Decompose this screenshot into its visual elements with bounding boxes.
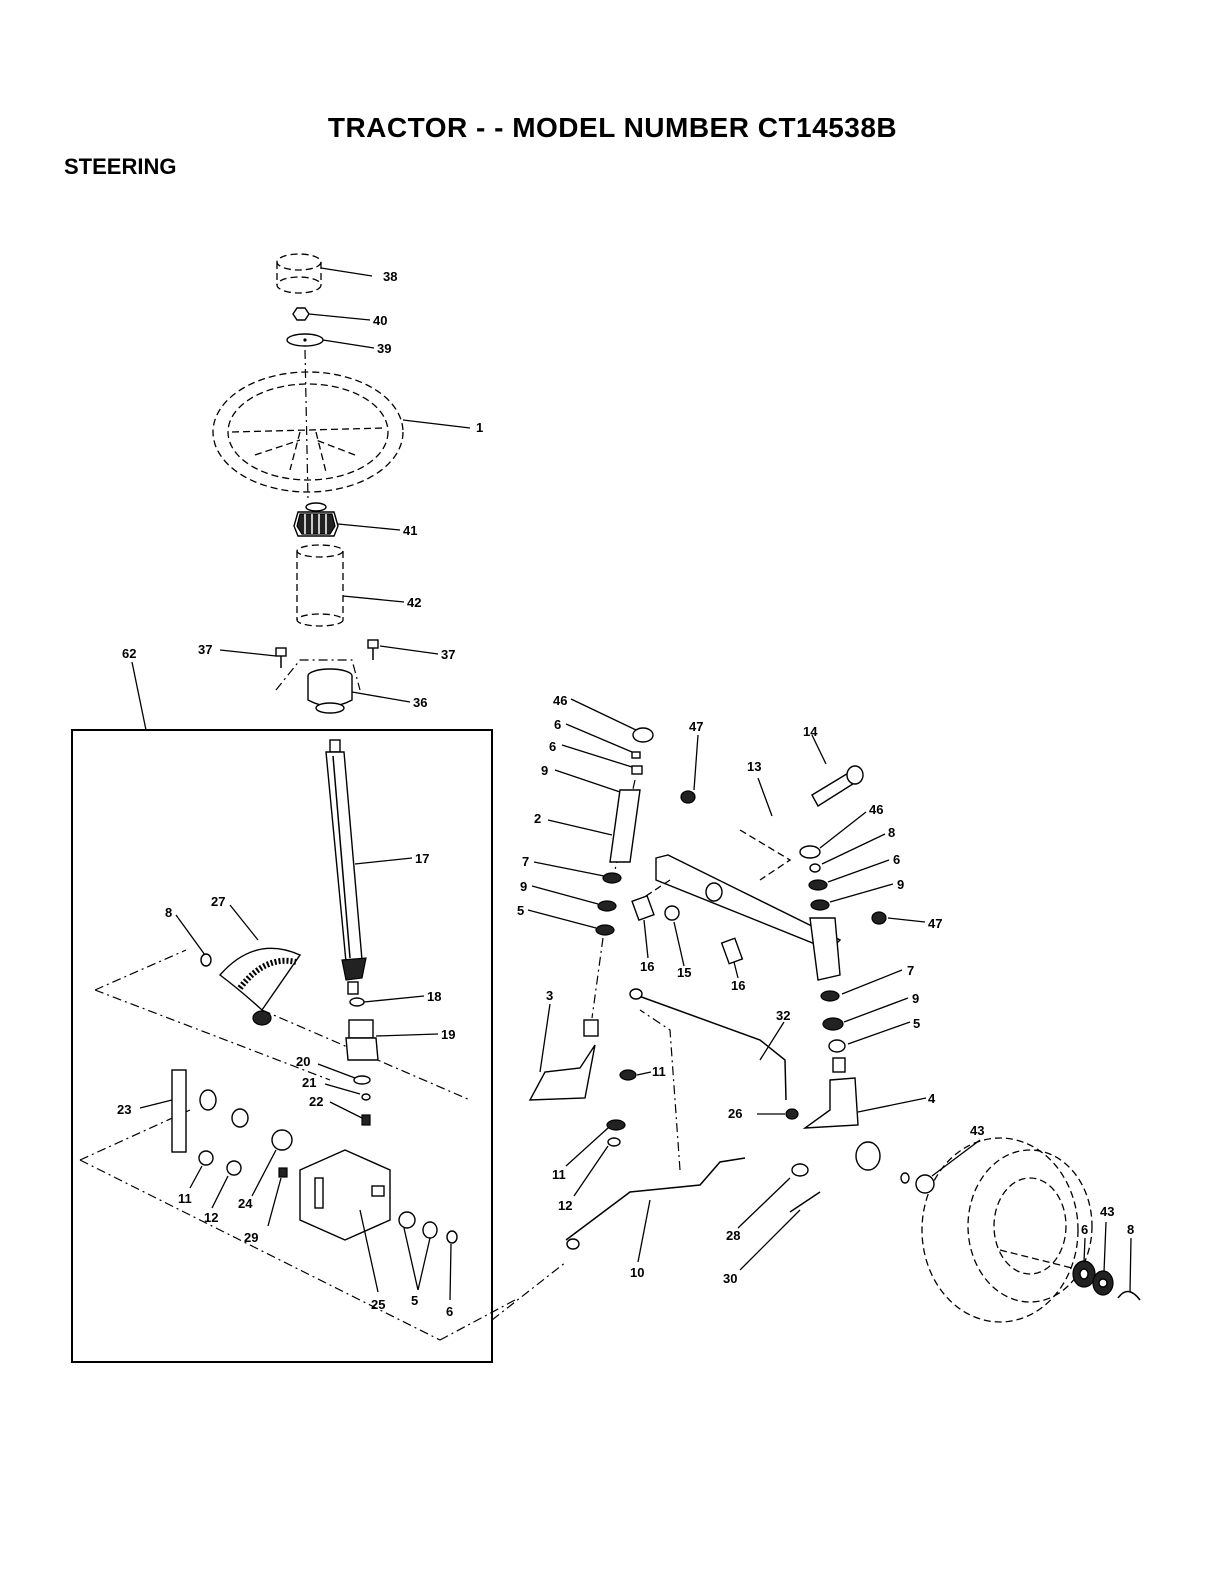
washer (287, 334, 323, 346)
callout-6-left-a: 6 (554, 717, 561, 732)
callout-11-box: 11 (178, 1191, 192, 1206)
callout-18: 18 (427, 989, 441, 1004)
callout-21: 21 (302, 1075, 316, 1090)
callout-8-sector: 8 (165, 905, 172, 920)
callout-17: 17 (415, 851, 429, 866)
steering-bracket-25 (300, 1150, 390, 1240)
callout-6-right: 6 (893, 852, 900, 867)
callout-6-left-b: 6 (549, 739, 556, 754)
callout-43-top: 43 (970, 1123, 984, 1138)
support-bracket-23 (172, 1070, 186, 1152)
callout-10: 10 (630, 1265, 644, 1280)
left-spindle-parts (530, 728, 653, 1100)
drag-link-32 (630, 989, 798, 1119)
callout-3: 3 (546, 988, 553, 1003)
callout-22: 22 (309, 1094, 323, 1109)
callout-7-left: 7 (522, 854, 529, 869)
callout-36: 36 (413, 695, 427, 710)
callout-16-right: 16 (731, 978, 745, 993)
callout-23: 23 (117, 1102, 131, 1117)
callout-9-left-a: 9 (541, 763, 548, 778)
callout-39: 39 (377, 341, 391, 356)
callout-20: 20 (296, 1054, 310, 1069)
callout-46-left: 46 (553, 693, 567, 708)
callout-9-right-a: 9 (897, 877, 904, 892)
pivot-bolt-14 (812, 766, 863, 806)
bearing-bushings (199, 1090, 292, 1177)
front-wheel-tire (901, 1138, 1140, 1322)
steering-bushing (308, 669, 352, 713)
ball-joint-28 (790, 1164, 820, 1212)
callout-9-left-b: 9 (520, 879, 527, 894)
callout-29: 29 (244, 1230, 258, 1245)
callout-15: 15 (677, 965, 691, 980)
washers-5-6 (399, 1212, 457, 1243)
callout-37-left: 37 (198, 642, 212, 657)
callout-27: 27 (211, 894, 225, 909)
right-spindle-parts (800, 846, 880, 1170)
box-62 (72, 730, 492, 1362)
callout-12-lower: 12 (558, 1198, 572, 1213)
callout-32: 32 (776, 1008, 790, 1023)
callout-2: 2 (534, 811, 541, 826)
hex-nut (293, 308, 309, 320)
callout-47-right: 47 (928, 916, 942, 931)
sector-gear (201, 948, 300, 1025)
callout-6-wheel: 6 (1081, 1222, 1088, 1237)
callout-28: 28 (726, 1228, 740, 1243)
callout-14: 14 (803, 724, 818, 739)
bolts-37 (276, 640, 378, 668)
callout-8-wheel: 8 (1127, 1222, 1134, 1237)
callout-30: 30 (723, 1271, 737, 1286)
callout-38: 38 (383, 269, 397, 284)
callout-1: 1 (476, 420, 483, 435)
callout-43-wheel: 43 (1100, 1204, 1114, 1219)
callout-5-box: 5 (411, 1293, 418, 1308)
callout-24: 24 (238, 1196, 253, 1211)
callout-5-left: 5 (517, 903, 524, 918)
callout-62: 62 (122, 646, 136, 661)
bushing-15 (665, 906, 679, 920)
callout-11-mid: 11 (652, 1064, 666, 1079)
callout-16-left: 16 (640, 959, 654, 974)
callout-26: 26 (728, 1106, 742, 1121)
steering-shaft (326, 740, 366, 994)
callout-5-right: 5 (913, 1016, 920, 1031)
callout-40: 40 (373, 313, 387, 328)
callout-19: 19 (441, 1027, 455, 1042)
grease-fittings-47 (681, 791, 886, 924)
steering-adapter (294, 503, 338, 536)
pinion-assembly (346, 998, 378, 1125)
tie-rod-10 (566, 1010, 745, 1249)
callout-25: 25 (371, 1297, 385, 1312)
steering-bellows (297, 545, 343, 626)
callout-11-lower: 11 (552, 1167, 566, 1182)
callout-37-right: 37 (441, 647, 455, 662)
callout-8-right: 8 (888, 825, 895, 840)
washers-11-12 (607, 1070, 636, 1146)
callout-6-box: 6 (446, 1304, 453, 1319)
callout-7-right: 7 (907, 963, 914, 978)
callout-4: 4 (928, 1091, 936, 1106)
callout-41: 41 (403, 523, 417, 538)
callout-47-top: 47 (689, 719, 703, 734)
callout-9-right-b: 9 (912, 991, 919, 1006)
steering-wheel (213, 372, 403, 492)
steering-cap (277, 254, 321, 293)
callout-12-box: 12 (204, 1210, 218, 1225)
callout-42: 42 (407, 595, 421, 610)
callout-13: 13 (747, 759, 761, 774)
callout-46-right: 46 (869, 802, 883, 817)
